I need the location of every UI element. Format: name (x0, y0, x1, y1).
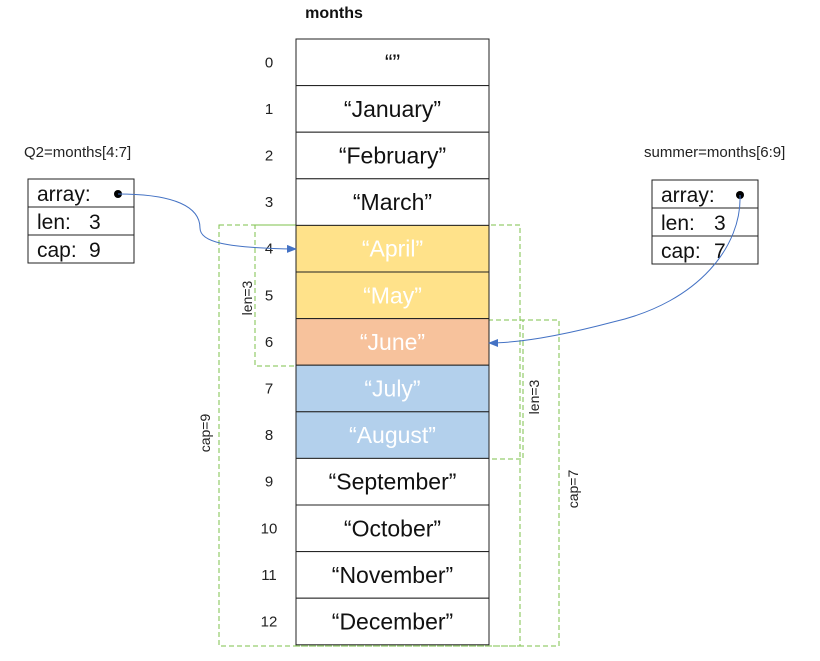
q2-cap-value: 9 (89, 239, 101, 262)
array-index-label: 8 (265, 427, 273, 444)
array-cell-value: “February” (339, 143, 446, 169)
summer-cap-value: 7 (714, 240, 726, 263)
q2-array-field: array: (37, 183, 91, 206)
array-cell (295, 504, 490, 553)
months-array: “” 0 “January” 1 “February” 2 “March” 3 “April” 4… (261, 38, 490, 646)
array-index-label: 3 (265, 194, 273, 211)
array-cell-value: “November” (332, 562, 453, 588)
q2-slice-header: array: len: 3 cap: 9 (27, 178, 135, 264)
array-cell-value: “September” (329, 469, 457, 495)
array-cell (295, 597, 490, 646)
array-cell (295, 364, 490, 413)
array-index-label: 7 (265, 381, 273, 398)
array-cell-value: “August” (349, 422, 436, 448)
q2-len-value: 3 (89, 211, 101, 234)
array-cell (295, 457, 490, 506)
q2-slice-label: Q2=months[4:7] (24, 144, 131, 161)
q2-len-field: len: (37, 211, 71, 234)
array-title: months (305, 5, 363, 22)
summer-pointer-arrow (488, 194, 741, 347)
array-index-label: 0 (265, 54, 273, 71)
array-cell-value: “May” (363, 282, 422, 308)
array-cell (295, 271, 490, 320)
array-index-label: 5 (265, 287, 273, 304)
array-cell (295, 38, 490, 87)
q2-cap-field: cap: (37, 239, 77, 262)
array-cell (295, 411, 490, 459)
array-index-label: 12 (261, 614, 278, 631)
summer-slice-header: array: len: 3 cap: 7 (651, 179, 759, 265)
array-index-label: 11 (261, 567, 277, 584)
summer-len-value: 3 (714, 212, 726, 235)
array-cell-value: “June” (360, 329, 425, 355)
array-cell-value: “” (385, 49, 400, 75)
summer-slice-label: summer=months[6:9] (644, 144, 785, 161)
array-cell (295, 131, 490, 180)
q2-len-dashed-box (254, 224, 297, 367)
array-cell (295, 178, 490, 226)
summer-cap-dimension-label: cap=7 (565, 470, 581, 509)
array-cell (295, 85, 490, 133)
array-cell-value: “March” (353, 189, 432, 215)
array-cell-value: “October” (344, 515, 441, 541)
array-index-label: 10 (261, 520, 278, 537)
array-cell-value: “January” (344, 96, 441, 122)
summer-array-field: array: (661, 184, 715, 207)
array-index-label: 1 (265, 101, 273, 118)
array-index-label: 2 (265, 148, 273, 165)
array-index-label: 9 (265, 474, 273, 491)
summer-len-dimension-label: len=3 (526, 379, 542, 414)
array-cell (295, 318, 490, 366)
array-cell-value: “July” (364, 376, 420, 402)
array-cell-value: “December” (332, 609, 453, 635)
q2-len-dimension-label: len=3 (239, 280, 255, 315)
summer-len-field: len: (661, 212, 695, 235)
array-cell (295, 551, 490, 599)
summer-cap-field: cap: (661, 240, 701, 263)
q2-pointer-arrow (117, 193, 297, 253)
array-cell-value: “April” (362, 236, 423, 262)
array-index-label: 6 (265, 334, 273, 351)
q2-cap-dimension-label: cap=9 (197, 414, 213, 453)
array-index-label: 4 (265, 241, 273, 258)
